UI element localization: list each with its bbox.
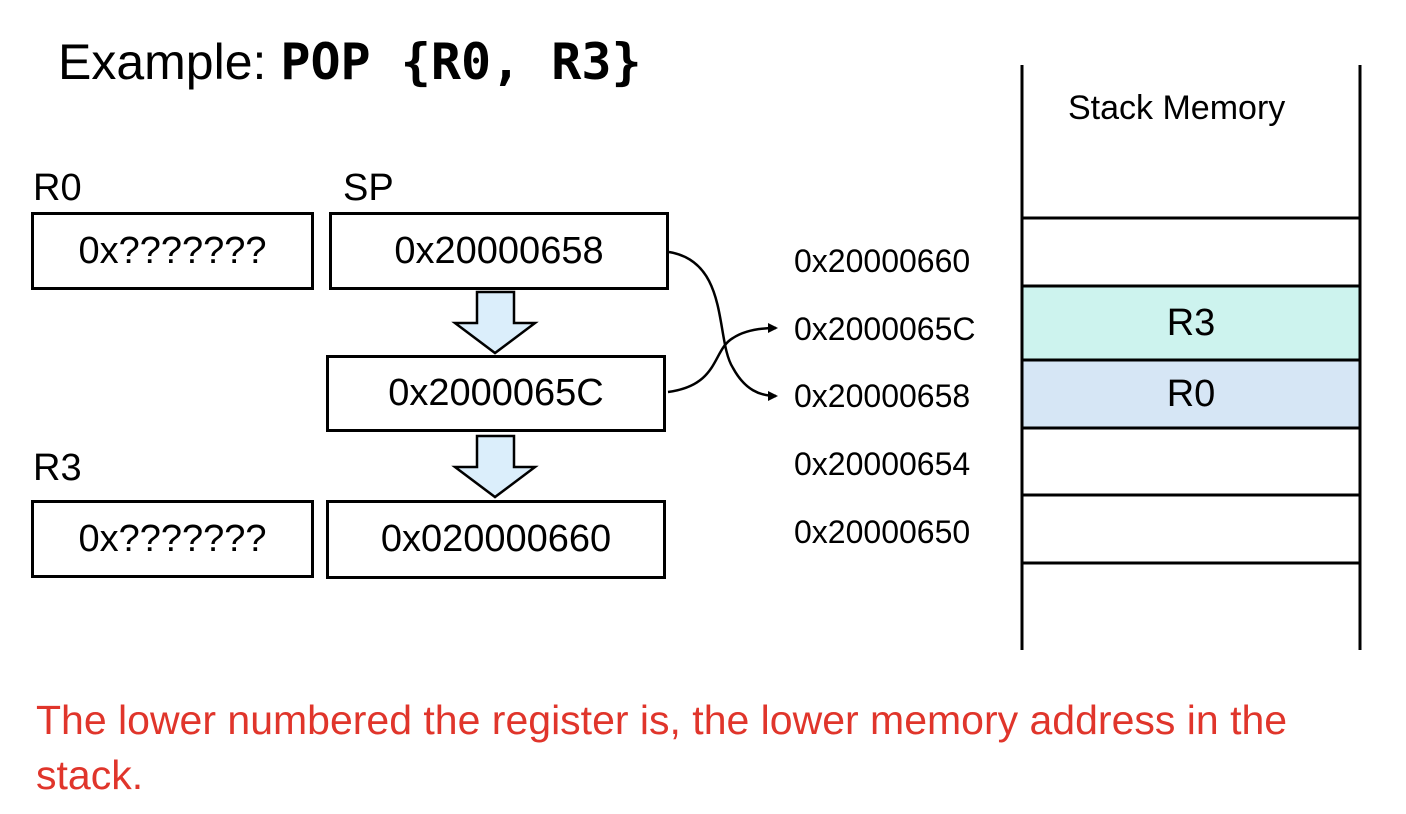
r3-value-box: 0x??????? — [31, 500, 314, 578]
sp-pointer-arrow-2 — [667, 323, 778, 394]
sp-value-3: 0x020000660 — [380, 518, 612, 560]
stack-cell-3 — [1022, 428, 1360, 495]
title-prefix: Example: — [58, 34, 267, 90]
r3-label: R3 — [33, 447, 82, 489]
sp-value-box-3: 0x020000660 — [326, 500, 666, 579]
r3-value: 0x??????? — [78, 517, 267, 560]
sp-value-box-2: 0x2000065C — [326, 355, 666, 432]
stack-cell-0 — [1022, 218, 1360, 286]
address-label-0: 0x20000660 — [794, 243, 971, 279]
down-arrow-icon — [451, 290, 539, 355]
sp-value-2: 0x2000065C — [388, 372, 604, 414]
address-label-1: 0x2000065C — [794, 311, 976, 347]
title-instruction: POP {R0, R3} — [280, 33, 642, 91]
r0-value-box: 0x??????? — [31, 212, 314, 290]
stack-cell-label: R0 — [1166, 372, 1216, 415]
address-label-2: 0x20000658 — [794, 378, 971, 414]
address-label-4: 0x20000650 — [794, 514, 971, 550]
stack-cell-4 — [1022, 495, 1360, 563]
stack-memory-title: Stack Memory — [1068, 89, 1286, 127]
stack-cell-r3: R3 — [1022, 286, 1360, 360]
sp-pointer-arrow-1 — [668, 250, 778, 401]
sp-value-1: 0x20000658 — [394, 229, 604, 272]
r0-value: 0x??????? — [78, 229, 267, 272]
slide-title: Example: POP {R0, R3} — [58, 30, 642, 94]
stack-cell-label: R3 — [1166, 301, 1216, 344]
sp-label: SP — [343, 167, 394, 209]
stack-cell-r0: R0 — [1022, 360, 1360, 428]
sp-value-box-1: 0x20000658 — [329, 212, 669, 290]
address-label-3: 0x20000654 — [794, 446, 971, 482]
explanation-note: The lower numbered the register is, the … — [36, 697, 1288, 798]
r0-label: R0 — [33, 167, 82, 209]
down-arrow-icon — [451, 434, 539, 499]
